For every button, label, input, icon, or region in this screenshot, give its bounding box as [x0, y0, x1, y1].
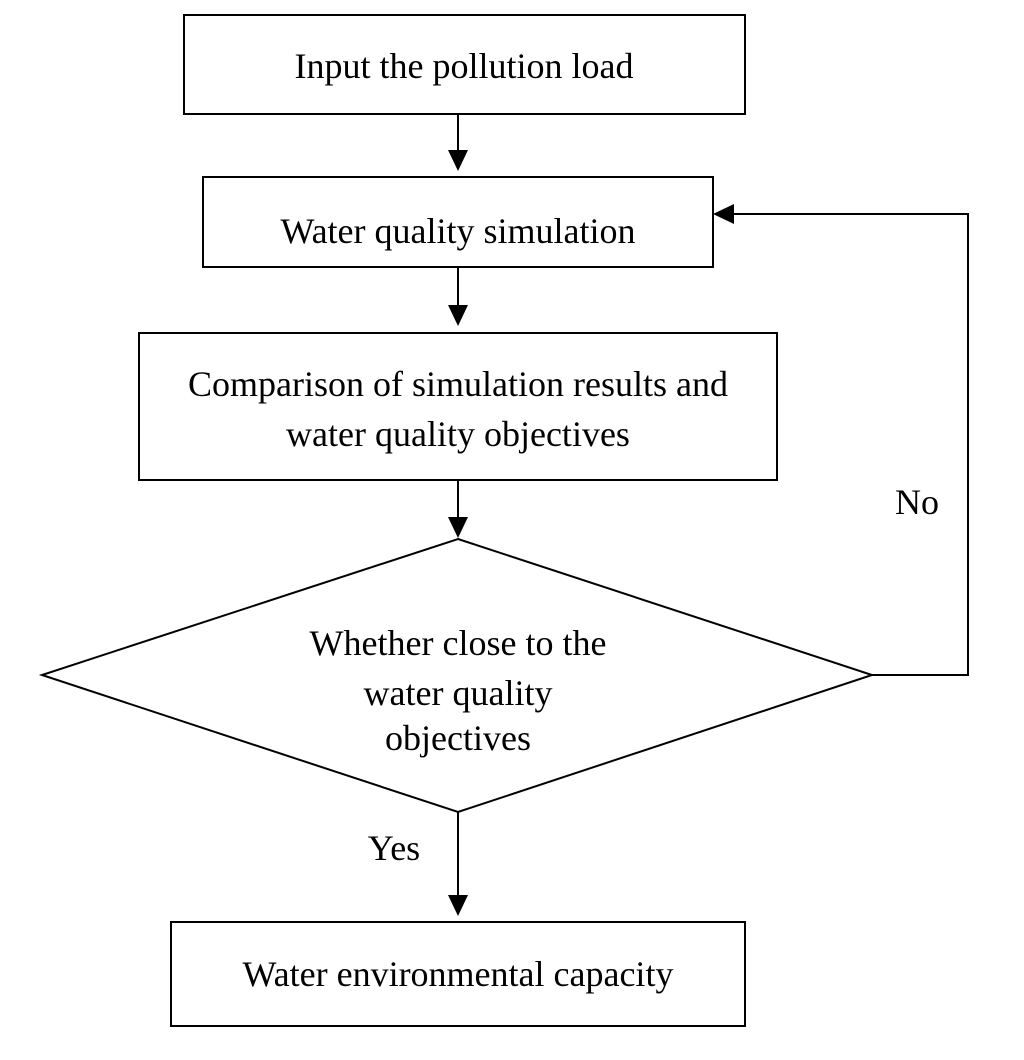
arrow-down-icon — [448, 305, 468, 326]
node-capacity: Water environmental capacity — [170, 921, 746, 1027]
node-decision-label-line-3: objectives — [385, 718, 531, 758]
arrow-down-icon — [448, 895, 468, 916]
edge-compare-to-decision — [448, 480, 468, 538]
node-input-box — [183, 14, 746, 115]
arrow-down-icon — [448, 517, 468, 538]
node-simulate: Water quality simulation — [202, 176, 714, 268]
edge-simulate-to-compare — [448, 267, 468, 326]
edge-decision-to-capacity: Yes — [368, 812, 468, 916]
node-compare-label-line-2: water quality objectives — [286, 414, 630, 454]
arrow-down-icon — [448, 150, 468, 171]
edge-input-to-simulate — [448, 114, 468, 171]
edge-decision-to-simulate: No — [713, 204, 969, 676]
node-input: Input the pollution load — [183, 14, 746, 115]
node-input-label: Input the pollution load — [295, 46, 634, 86]
node-decision-label-line-2: water quality — [364, 673, 553, 713]
node-capacity-box — [170, 921, 746, 1027]
node-simulate-label: Water quality simulation — [280, 211, 635, 251]
node-compare-box — [138, 332, 778, 481]
node-compare: Comparison of simulation results and wat… — [138, 332, 778, 481]
node-capacity-label: Water environmental capacity — [243, 954, 674, 994]
node-simulate-box — [202, 176, 714, 268]
node-decision: Whether close to the water quality objec… — [38, 537, 876, 814]
node-compare-label-line-1: Comparison of simulation results and — [188, 364, 728, 404]
edge-no-label: No — [895, 482, 939, 522]
edge-yes-label: Yes — [368, 828, 420, 868]
arrow-left-icon — [713, 204, 734, 224]
node-decision-label-line-1: Whether close to the — [310, 623, 607, 663]
